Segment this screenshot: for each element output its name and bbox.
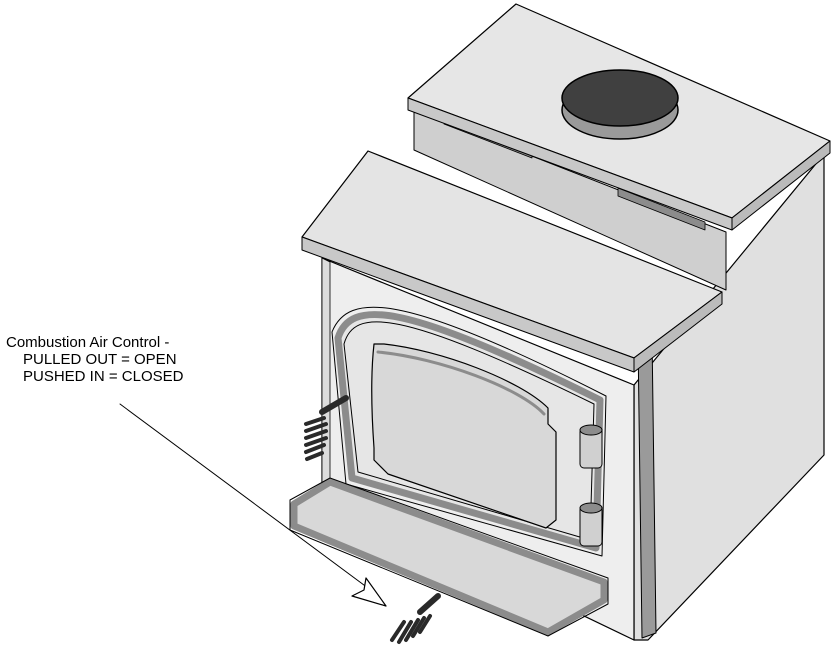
door-hinge-upper [579, 424, 603, 469]
motion-stripes-icon [390, 614, 432, 644]
stove-front-base-face [321, 257, 331, 495]
flue-collar-top [561, 69, 679, 127]
hollow-arrow-icon [351, 577, 387, 607]
air-control-handle-upper [319, 395, 349, 415]
ash-lip-tray [290, 478, 608, 636]
door-hinge-lower [579, 502, 603, 547]
callout-title: Combustion Air Control - [6, 334, 170, 351]
motion-stripes-icon [304, 416, 328, 461]
door-glass-inner-trim [376, 350, 546, 416]
door-frame-inner-outline [343, 321, 595, 541]
callout-closed-state: PUSHED IN = CLOSED [23, 368, 184, 385]
stove-top-plate-edge-right [731, 140, 831, 231]
callout-open-state: PULLED OUT = OPEN [23, 351, 177, 368]
air-control-handle-lower [417, 593, 441, 615]
rear-vent-slot-right [617, 187, 706, 231]
callout-leader-line [119, 403, 373, 592]
door-frame-outline [331, 306, 607, 557]
stove-step-edge-right [633, 291, 723, 373]
